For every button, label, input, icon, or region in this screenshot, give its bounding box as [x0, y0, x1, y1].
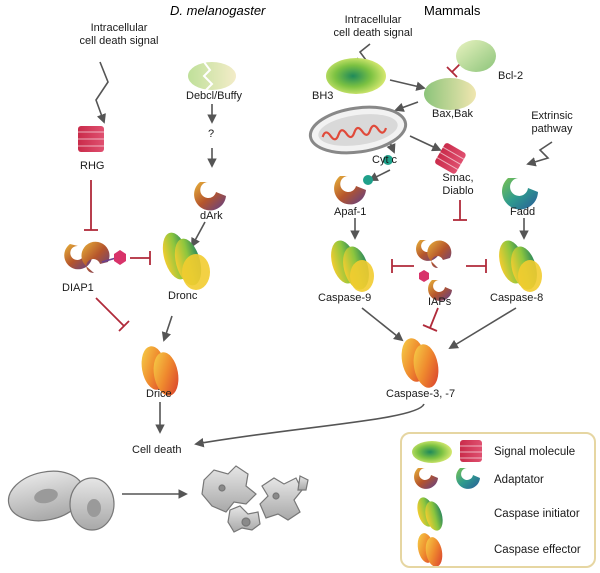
- arrow-casp3-to-death: [194, 403, 425, 448]
- legend-symbols: [412, 440, 482, 567]
- arrow-signal-to-rhg: [95, 61, 109, 124]
- label-diap1: DIAP1: [62, 282, 94, 294]
- legend-label-caspase-effector: Caspase effector: [494, 544, 581, 556]
- label-iaps: IAPs: [428, 296, 452, 308]
- iaps-symbol: [416, 240, 452, 301]
- legend-label-adaptator: Adaptator: [494, 474, 544, 486]
- mitochondrion-symbol: [308, 105, 408, 155]
- arrow-extrinsic-to-fadd: [526, 141, 553, 167]
- caspase8-symbol: [499, 240, 542, 292]
- label-dronc: Dronc: [168, 290, 198, 302]
- arrow-bax-to-mito: [394, 101, 419, 112]
- healthy-cells: [7, 470, 115, 531]
- label-rhg: RHG: [80, 160, 105, 172]
- debcl-buffy-symbol: [188, 61, 236, 91]
- legend-label-signal-molecule: Signal molecule: [494, 446, 576, 458]
- label-fadd: Fadd: [510, 206, 536, 218]
- bh3-symbol: [326, 58, 386, 94]
- drice-symbol: [141, 346, 179, 396]
- legend-caspase-initiator-icon: [417, 497, 443, 531]
- label-bh3: BH3: [312, 90, 334, 102]
- legend-signal-molecule-icon: [412, 441, 452, 463]
- title-mammals: Mammals: [424, 3, 481, 18]
- label-debcl-buffy: Debcl/Buffy: [186, 90, 243, 102]
- label-smac: Smac, Diablo: [442, 172, 474, 197]
- bax-bak-symbol: [424, 78, 476, 110]
- arrow-casp9-to-casp3: [361, 307, 404, 342]
- label-extrinsic: Extrinsic pathway: [531, 110, 573, 135]
- rhg-symbol: [78, 126, 104, 152]
- arrow-cytc-to-apaf: [368, 169, 391, 181]
- caspase37-symbol: [401, 338, 439, 388]
- label-bcl2: Bcl-2: [498, 70, 524, 82]
- apoptotic-cells: [201, 465, 309, 533]
- label-question-mark: ?: [208, 128, 215, 140]
- label-caspase37: Caspase-3, -7: [386, 388, 456, 400]
- label-cell-death: Cell death: [132, 444, 182, 456]
- dark-symbol: [194, 182, 226, 211]
- legend-signal-red-icon: [460, 440, 482, 462]
- legend-caspase-effector-icon: [417, 533, 443, 567]
- dronc-symbol: [162, 232, 210, 290]
- arrows: [95, 43, 553, 499]
- legend-adaptator-icon-2: [456, 468, 480, 489]
- label-cyt-c: Cyt c: [372, 154, 398, 166]
- label-intracellular-left: Intracellular cell death signal: [79, 22, 159, 47]
- fadd-symbol: [502, 178, 538, 210]
- legend-label-caspase-initiator: Caspase initiator: [494, 508, 580, 520]
- inhibit-iaps-casp3: [429, 307, 439, 329]
- arrow-dark-to-dronc: [191, 221, 206, 248]
- apaf1-symbol: [334, 175, 373, 205]
- legend-box: [400, 432, 596, 568]
- caspase9-symbol: [331, 240, 374, 292]
- label-bax-bak: Bax,Bak: [432, 108, 473, 120]
- arrow-mito-to-smac: [409, 135, 442, 152]
- label-caspase8: Caspase-8: [490, 292, 544, 304]
- title-drosophila: D. melanogaster: [170, 3, 266, 18]
- smac-symbol: [435, 143, 466, 174]
- arrow-bh3-to-bax: [389, 79, 426, 91]
- inhibit-diap1-drice: [95, 297, 125, 327]
- cyt-c-symbol: [383, 155, 393, 165]
- arrow-dronc-to-drice: [161, 315, 173, 342]
- label-caspase9: Caspase-9: [318, 292, 372, 304]
- diap1-symbol: [64, 241, 126, 274]
- bcl2-symbol: [456, 40, 496, 72]
- arrow-casp8-to-casp3: [448, 307, 517, 349]
- label-dark: dArk: [200, 210, 223, 222]
- label-drice: Drice: [146, 388, 172, 400]
- legend-adaptator-icon-1: [414, 468, 438, 489]
- label-intracellular-right: Intracellular cell death signal: [333, 14, 413, 39]
- inhibition-lines: [84, 61, 487, 332]
- label-apaf1: Apaf-1: [334, 206, 367, 218]
